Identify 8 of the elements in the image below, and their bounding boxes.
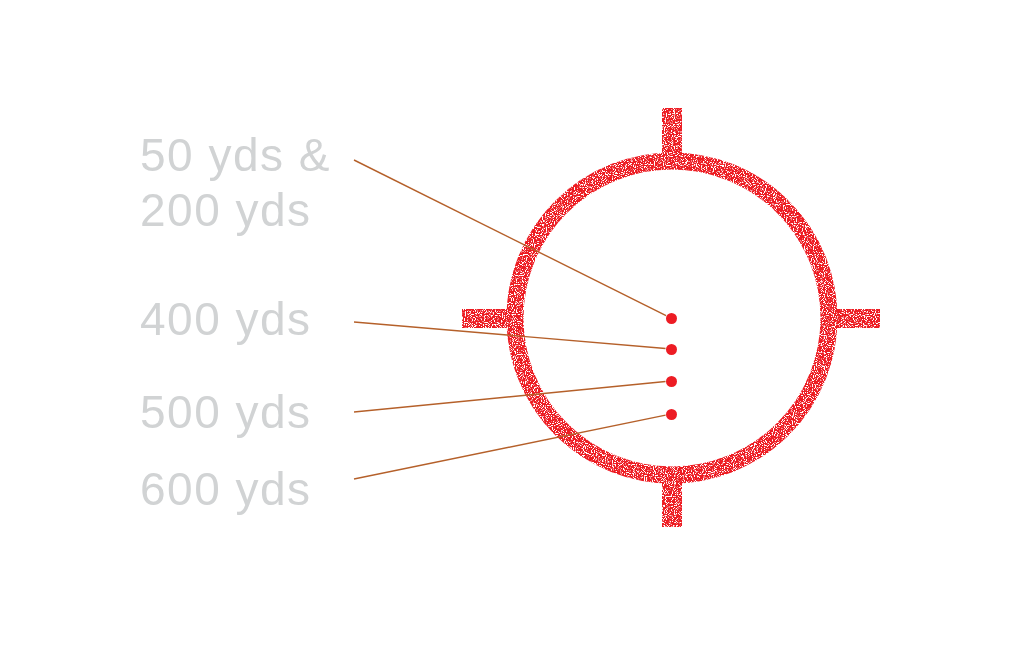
leader-line — [353, 159, 667, 317]
aim-dot — [665, 343, 677, 355]
leader-line — [353, 380, 667, 413]
aim-dot — [665, 312, 677, 324]
aim-dot — [665, 408, 677, 420]
leader-line — [353, 414, 667, 480]
leader-line — [353, 321, 667, 350]
aim-dot — [665, 375, 677, 387]
